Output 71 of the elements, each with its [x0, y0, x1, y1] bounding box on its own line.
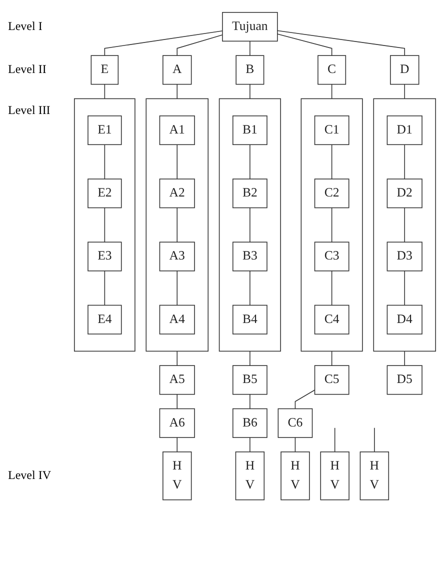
connector-line: [331, 270, 332, 306]
connector-line: [104, 84, 106, 100]
text-box: C3: [314, 242, 350, 272]
connector-line: [176, 350, 178, 366]
text-box: E4: [88, 304, 122, 334]
text-box: D1: [386, 115, 422, 146]
text-box: B4: [232, 304, 268, 334]
level-label: Level IV: [8, 468, 51, 483]
text-box: C1: [314, 115, 350, 146]
connector-line: [176, 144, 178, 180]
text-box: C4: [314, 304, 350, 334]
connector-line: [404, 207, 406, 243]
text-box: A1: [159, 115, 195, 146]
level-label: Level II: [8, 62, 46, 77]
connector-line: [331, 144, 332, 180]
text-box: D: [390, 55, 420, 85]
text-box: B: [236, 55, 264, 85]
connector-line: [331, 207, 332, 243]
connector-line: [374, 428, 375, 452]
text-box: B6: [232, 408, 268, 438]
connector-line: [176, 207, 178, 243]
text-box: B5: [232, 365, 268, 395]
connector-line: [104, 144, 106, 180]
level-label: Level I: [8, 18, 42, 34]
text-box: E2: [88, 178, 122, 208]
connector-line: [104, 270, 106, 306]
text-box: A3: [159, 242, 195, 272]
connector-line: [404, 84, 406, 100]
text-box: H V: [235, 451, 265, 500]
text-box: C6: [278, 408, 313, 438]
text-box: B1: [232, 115, 268, 146]
connector-line: [294, 390, 316, 410]
text-box: H V: [162, 451, 192, 500]
text-box: E3: [88, 242, 122, 272]
connector-line: [404, 144, 406, 180]
connector-line: [176, 437, 178, 452]
text-box: A6: [159, 408, 195, 438]
text-box: H V: [280, 451, 310, 500]
level-label: Level III: [8, 102, 50, 118]
connector-line: [334, 428, 336, 452]
connector-line: [277, 30, 406, 56]
connector-line: [176, 394, 178, 410]
text-box: D5: [386, 365, 422, 395]
connector-line: [176, 270, 178, 306]
connector-line: [277, 34, 332, 56]
text-box: A4: [159, 304, 195, 334]
text-box: A2: [159, 178, 195, 208]
text-box: H V: [360, 451, 390, 500]
text-box: D3: [386, 242, 422, 272]
connector-line: [176, 34, 223, 56]
text-box: C5: [314, 365, 350, 395]
text-box: D4: [386, 304, 422, 334]
connector-line: [404, 350, 406, 366]
connector-line: [331, 84, 332, 100]
connector-line: [404, 270, 406, 306]
text-box: E: [90, 55, 119, 85]
text-box: D2: [386, 178, 422, 208]
text-box: A: [162, 55, 192, 85]
connector-line: [294, 437, 296, 452]
text-box: E1: [88, 115, 122, 146]
connector-line: [104, 207, 106, 243]
connector-line: [104, 30, 223, 56]
text-box: B3: [232, 242, 268, 272]
connector-line: [176, 84, 178, 100]
text-box: B2: [232, 178, 268, 208]
text-box: H V: [320, 451, 350, 500]
text-box: A5: [159, 365, 195, 395]
text-box: C2: [314, 178, 350, 208]
connector-line: [331, 350, 332, 366]
text-box: C: [318, 55, 346, 85]
text-box: Tujuan: [222, 12, 278, 42]
